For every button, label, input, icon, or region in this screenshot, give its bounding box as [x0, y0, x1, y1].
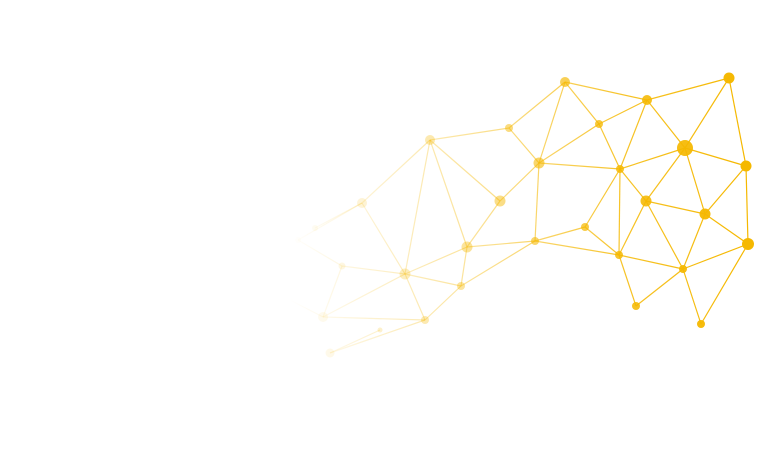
mesh-edge	[645, 200, 706, 215]
mesh-edge	[619, 99, 648, 170]
mesh-node	[421, 316, 429, 324]
mesh-edge	[564, 81, 600, 125]
mesh-node	[642, 95, 652, 105]
mesh-edge	[429, 139, 501, 202]
mesh-edge	[404, 273, 426, 321]
mesh-edge	[598, 99, 648, 125]
mesh-node	[581, 223, 589, 231]
mesh-edge	[289, 299, 324, 318]
mesh-edge	[538, 123, 600, 164]
mesh-node	[295, 237, 301, 243]
mesh-edge	[682, 268, 702, 325]
mesh-node	[560, 77, 570, 87]
mesh-edge	[322, 273, 406, 318]
mesh-node	[740, 160, 752, 172]
mesh-edge	[645, 200, 684, 270]
mesh-edge	[361, 202, 406, 275]
mesh-edge	[329, 329, 381, 354]
mesh-edge	[538, 162, 621, 170]
mesh-nodes	[287, 72, 754, 358]
mesh-edge	[429, 127, 510, 141]
mesh-edge	[646, 77, 730, 101]
mesh-node	[632, 302, 640, 310]
mesh-node	[697, 320, 705, 328]
mesh-edge	[704, 165, 747, 215]
mesh-edge	[404, 273, 462, 287]
mesh-node	[616, 165, 624, 173]
mesh-edge	[404, 246, 468, 275]
mesh-edge	[618, 254, 684, 270]
mesh-node	[338, 262, 346, 270]
mesh-edge	[619, 168, 647, 202]
mesh-edge	[682, 213, 706, 270]
mesh-edge	[460, 246, 468, 287]
mesh-node	[679, 265, 687, 273]
mesh-edge	[618, 168, 621, 256]
mesh-edge	[341, 265, 406, 275]
mesh-node	[615, 251, 623, 259]
mesh-edge	[700, 243, 749, 325]
mesh-node	[742, 238, 754, 250]
mesh-node	[723, 72, 735, 84]
mesh-node	[640, 195, 652, 207]
mesh-edge	[645, 147, 686, 202]
mesh-edge	[564, 81, 648, 101]
mesh-edge	[598, 123, 621, 170]
mesh-node	[457, 282, 465, 290]
mesh-node	[461, 241, 473, 253]
mesh-edge	[618, 200, 647, 256]
mesh-edge	[684, 147, 706, 215]
mesh-edge	[329, 319, 426, 354]
mesh-node	[287, 297, 293, 303]
mesh-edge	[322, 316, 426, 321]
mesh-node	[377, 327, 383, 333]
mesh-node	[325, 348, 335, 358]
mesh-edge	[314, 202, 363, 229]
mesh-node	[425, 135, 435, 145]
mesh-edges	[289, 77, 749, 354]
mesh-edge	[361, 139, 431, 204]
mesh-node	[505, 124, 513, 132]
mesh-edge	[429, 139, 468, 248]
mesh-edge	[584, 226, 620, 256]
mesh-edge	[646, 99, 686, 149]
mesh-edge	[704, 213, 749, 245]
mesh-edge	[682, 243, 749, 270]
mesh-edge	[499, 162, 540, 202]
mesh-edge	[424, 285, 462, 321]
mesh-edge	[728, 77, 747, 167]
mesh-node	[318, 312, 328, 322]
mesh-edge	[618, 254, 637, 307]
mesh-node	[312, 225, 318, 231]
mesh-edge	[619, 147, 686, 170]
mesh-edge	[508, 81, 566, 129]
mesh-edge	[322, 265, 343, 318]
mesh-node	[699, 208, 711, 220]
mesh-node	[494, 195, 506, 207]
mesh-edge	[534, 226, 586, 242]
mesh-edge	[466, 240, 536, 248]
mesh-edge	[508, 127, 540, 164]
mesh-edge	[460, 240, 536, 287]
mesh-node	[399, 268, 411, 280]
mesh-edge	[745, 165, 749, 245]
mesh-node	[677, 140, 693, 156]
mesh-node	[595, 120, 603, 128]
mesh-edge	[584, 168, 621, 228]
mesh-node	[357, 198, 367, 208]
mesh-edge	[404, 139, 431, 275]
mesh-edge	[534, 240, 620, 256]
mesh-edge	[538, 81, 566, 164]
mesh-edge	[635, 268, 684, 307]
mesh-edge	[466, 200, 501, 248]
mesh-edge	[684, 77, 730, 149]
mesh-edge	[534, 162, 540, 242]
mesh-edge	[297, 239, 343, 267]
mesh-edge	[684, 147, 747, 167]
mesh-node	[531, 237, 539, 245]
mesh-node	[533, 157, 545, 169]
